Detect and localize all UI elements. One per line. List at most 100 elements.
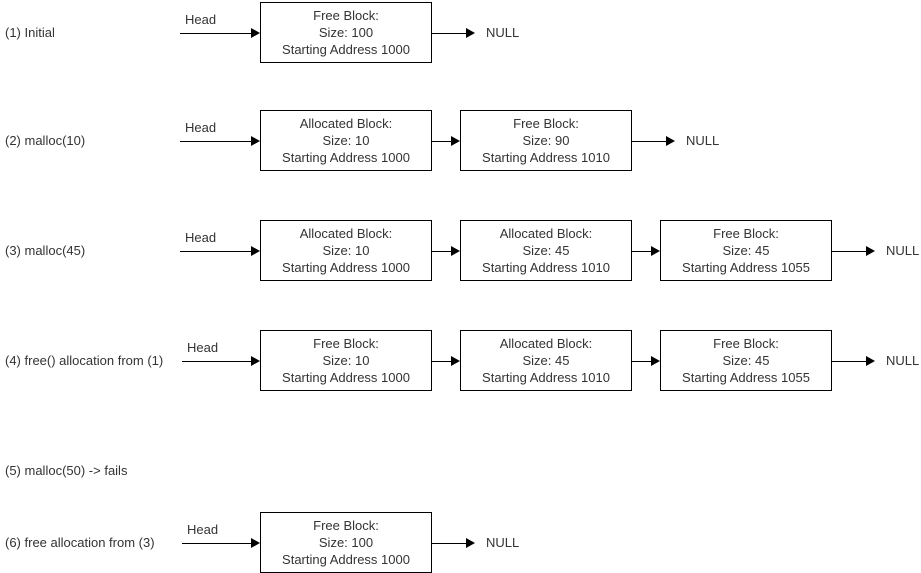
arrow-head-icon	[466, 538, 475, 549]
block-kind: Allocated Block:	[299, 226, 393, 241]
arrow-head-icon	[651, 356, 660, 367]
memory-block: Allocated Block: Size: 10 Starting Address…	[260, 220, 432, 281]
head-arrow	[182, 538, 260, 549]
null-pointer-arrow	[832, 356, 875, 367]
step-label: (1) Initial	[5, 24, 55, 40]
null-label: NULL	[486, 24, 520, 40]
block-kind: Allocated Block:	[499, 226, 593, 241]
block-address: Starting Address 1000	[282, 150, 410, 165]
arrow-head-icon	[666, 136, 675, 147]
block-address: Starting Address 1000	[282, 370, 410, 385]
block-address: Starting Address 1000	[282, 552, 410, 567]
null-label: NULL	[486, 534, 520, 550]
arrow-head-icon	[251, 246, 260, 257]
block-kind: Free Block:	[713, 336, 779, 351]
block-size: Size: 45	[722, 353, 770, 368]
block-kind: Allocated Block:	[299, 116, 393, 131]
arrow-shaft	[180, 32, 252, 35]
head-label: Head	[187, 521, 219, 537]
head-label: Head	[185, 119, 217, 135]
head-arrow	[180, 246, 260, 257]
step-label: (2) malloc(10)	[5, 132, 86, 148]
block-address: Starting Address 1000	[282, 260, 410, 275]
step-label: (6) free allocation from (3)	[5, 534, 155, 550]
arrow-shaft	[432, 250, 452, 253]
null-pointer-arrow	[832, 246, 875, 257]
arrow-head-icon	[451, 356, 460, 367]
block-size: Size: 10	[322, 353, 370, 368]
next-pointer-arrow	[632, 246, 660, 257]
block-size: Size: 10	[322, 243, 370, 258]
head-arrow	[182, 356, 260, 367]
arrow-head-icon	[251, 136, 260, 147]
null-pointer-arrow	[632, 136, 675, 147]
arrow-head-icon	[866, 356, 875, 367]
block-size: Size: 45	[722, 243, 770, 258]
arrow-shaft	[180, 140, 252, 143]
arrow-shaft	[182, 360, 252, 363]
block-kind: Free Block:	[713, 226, 779, 241]
block-address: Starting Address 1010	[482, 260, 610, 275]
head-arrow	[180, 136, 260, 147]
arrow-head-icon	[251, 28, 260, 39]
memory-block: Free Block: Size: 45 Starting Address 1055	[660, 330, 832, 391]
null-pointer-arrow	[432, 28, 475, 39]
arrow-shaft	[632, 250, 652, 253]
arrow-shaft	[432, 140, 452, 143]
block-address: Starting Address 1010	[482, 370, 610, 385]
block-address: Starting Address 1010	[482, 150, 610, 165]
step-label: (4) free() allocation from (1)	[5, 352, 164, 368]
block-address: Starting Address 1055	[682, 260, 810, 275]
next-pointer-arrow	[632, 356, 660, 367]
block-kind: Free Block:	[313, 336, 379, 351]
arrow-shaft	[832, 360, 867, 363]
arrow-shaft	[180, 250, 252, 253]
arrow-head-icon	[451, 246, 460, 257]
arrow-shaft	[432, 32, 467, 35]
head-label: Head	[187, 339, 219, 355]
null-label: NULL	[686, 132, 720, 148]
arrow-shaft	[432, 542, 467, 545]
arrow-shaft	[632, 360, 652, 363]
arrow-shaft	[632, 140, 667, 143]
block-size: Size: 45	[522, 243, 570, 258]
block-size: Size: 45	[522, 353, 570, 368]
arrow-head-icon	[466, 28, 475, 39]
memory-block: Allocated Block: Size: 45 Starting Address…	[460, 330, 632, 391]
head-label: Head	[185, 11, 217, 27]
block-size: Size: 100	[318, 535, 374, 550]
next-pointer-arrow	[432, 356, 460, 367]
arrow-shaft	[832, 250, 867, 253]
null-pointer-arrow	[432, 538, 475, 549]
memory-block: Allocated Block: Size: 10 Starting Address…	[260, 110, 432, 171]
block-size: Size: 90	[522, 133, 570, 148]
null-label: NULL	[886, 352, 920, 368]
arrow-shaft	[182, 542, 252, 545]
arrow-head-icon	[251, 356, 260, 367]
block-address: Starting Address 1055	[682, 370, 810, 385]
arrow-head-icon	[251, 538, 260, 549]
block-size: Size: 100	[318, 25, 374, 40]
arrow-head-icon	[866, 246, 875, 257]
block-kind: Free Block:	[313, 518, 379, 533]
block-kind: Free Block:	[313, 8, 379, 23]
memory-block: Free Block: Size: 45 Starting Address 1055	[660, 220, 832, 281]
head-label: Head	[185, 229, 217, 245]
next-pointer-arrow	[432, 136, 460, 147]
next-pointer-arrow	[432, 246, 460, 257]
block-address: Starting Address 1000	[282, 42, 410, 57]
block-kind: Allocated Block:	[499, 336, 593, 351]
head-arrow	[180, 28, 260, 39]
arrow-head-icon	[651, 246, 660, 257]
block-size: Size: 10	[322, 133, 370, 148]
step-label: (3) malloc(45)	[5, 242, 86, 258]
arrow-shaft	[432, 360, 452, 363]
memory-block: Allocated Block: Size: 45 Starting Address…	[460, 220, 632, 281]
step-label: (5) malloc(50) -> fails	[5, 462, 128, 478]
null-label: NULL	[886, 242, 920, 258]
arrow-head-icon	[451, 136, 460, 147]
memory-block: Free Block: Size: 10 Starting Address 1000	[260, 330, 432, 391]
